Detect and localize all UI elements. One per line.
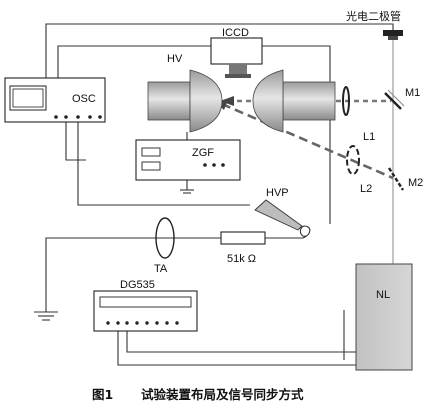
dg535-trigger-wire	[126, 323, 356, 353]
nl-label: NL	[376, 289, 390, 301]
m2-label: M2	[408, 177, 423, 189]
iccd-signal-wire	[57, 45, 211, 78]
mirror-m1	[384, 89, 405, 110]
photodiode	[383, 30, 403, 40]
photodiode-label: 光电二极管	[346, 9, 401, 23]
hvp-probe	[254, 199, 303, 231]
osc-tap-wire	[65, 122, 86, 161]
hv-label: HV	[167, 53, 183, 65]
hv-right-electrode	[252, 69, 336, 133]
ground-symbol-zgf	[180, 180, 194, 194]
resistor	[220, 231, 266, 245]
iccd-label: ICCD	[222, 27, 249, 39]
resistor-label: 51k Ω	[227, 253, 256, 265]
figure-number: 图1	[92, 387, 113, 402]
dg535-label: DG535	[120, 279, 155, 291]
ta-label: TA	[154, 263, 168, 275]
zgf-label: ZGF	[192, 147, 214, 159]
m1-label: M1	[405, 87, 420, 99]
lens-upper	[342, 86, 350, 116]
mirror-m2	[387, 167, 405, 191]
hvp-loop-wire	[299, 225, 311, 239]
photodiode-signal-wire	[45, 23, 394, 78]
zgf-generator	[135, 139, 241, 181]
dg535-to-nl-wire	[117, 323, 372, 366]
ground-symbol-left	[34, 290, 58, 321]
hvp-label: HVP	[266, 187, 289, 199]
l2-label: L2	[360, 183, 372, 195]
ta-current-probe	[155, 217, 175, 259]
wiring	[34, 23, 394, 366]
lens-l1-l2	[346, 145, 360, 175]
iccd-camera	[210, 37, 263, 78]
figure-caption: 试验装置布局及信号同步方式	[141, 387, 304, 402]
nl-laser	[355, 263, 413, 371]
hv-left-electrode	[147, 69, 223, 133]
iccd-to-hvp-wire	[262, 45, 331, 224]
osc-label: OSC	[72, 93, 96, 105]
l1-label: L1	[363, 131, 375, 143]
ta-wire	[45, 237, 221, 290]
diagonal-laser-beam	[221, 102, 394, 180]
oscilloscope	[4, 77, 106, 123]
dg535-delay-generator	[93, 290, 198, 332]
osc-to-hvp-wire	[77, 122, 250, 206]
